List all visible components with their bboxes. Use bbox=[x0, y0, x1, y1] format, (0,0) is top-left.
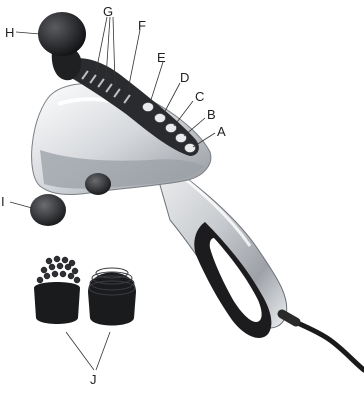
massage-ball-left bbox=[30, 194, 66, 226]
label-b: B bbox=[207, 107, 216, 122]
button-e[interactable] bbox=[143, 103, 154, 112]
top-knob bbox=[38, 12, 86, 80]
label-e: E bbox=[157, 50, 166, 65]
attachment-ribbed bbox=[88, 268, 136, 326]
label-g: G bbox=[103, 4, 113, 19]
leader-f bbox=[128, 30, 140, 90]
label-f: F bbox=[138, 18, 146, 33]
knob-head bbox=[38, 12, 86, 56]
label-c: C bbox=[195, 89, 204, 104]
leader-j1 bbox=[66, 332, 94, 370]
label-a: A bbox=[217, 124, 226, 139]
leader-i bbox=[10, 202, 32, 208]
leader-d bbox=[163, 83, 180, 115]
label-d: D bbox=[180, 70, 189, 85]
label-j: J bbox=[90, 372, 97, 387]
massage-ball-right bbox=[85, 173, 111, 195]
button-a[interactable] bbox=[185, 144, 196, 153]
leader-e bbox=[150, 62, 163, 103]
leader-h bbox=[16, 32, 40, 34]
attachment-spiked bbox=[34, 256, 80, 324]
leader-j2 bbox=[96, 332, 110, 370]
label-h: H bbox=[5, 25, 14, 40]
attachments bbox=[34, 256, 136, 326]
power-cord bbox=[288, 318, 364, 370]
button-d[interactable] bbox=[155, 114, 166, 123]
label-i: I bbox=[1, 194, 5, 209]
